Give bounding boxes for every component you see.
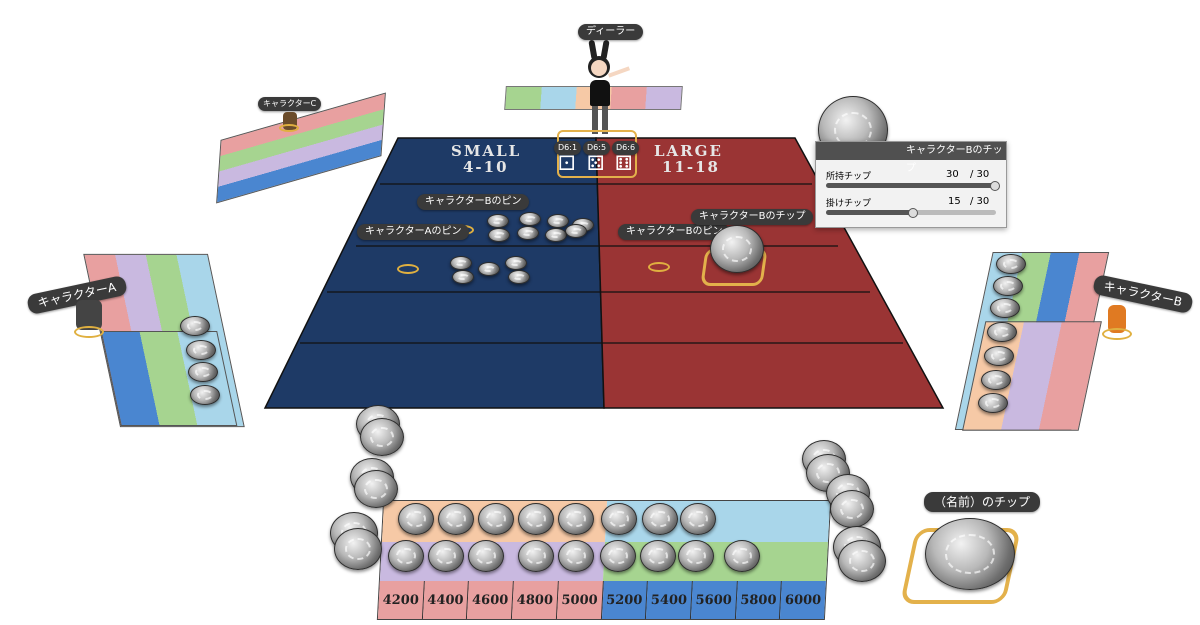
selected-chip-b[interactable]	[710, 225, 764, 273]
bet-slider-fill	[826, 210, 911, 215]
board-a-chip[interactable]	[190, 385, 220, 405]
pin-b-large-label: キャラクターBのピン	[618, 224, 731, 240]
board-b-chip[interactable]	[996, 254, 1026, 274]
price-cell[interactable]: 5200	[601, 581, 649, 619]
my-board-chip[interactable]	[724, 540, 760, 572]
board-a-chip[interactable]	[180, 316, 210, 336]
board-b-chip[interactable]	[987, 322, 1017, 342]
small-range: 4-10	[463, 158, 509, 176]
my-board-chip[interactable]	[478, 503, 514, 535]
table-chip[interactable]	[450, 256, 472, 270]
board-b-chip[interactable]	[990, 298, 1020, 318]
pin-a[interactable]	[74, 326, 104, 338]
price-cell[interactable]: 5000	[556, 581, 604, 619]
die-2[interactable]: ⚄	[587, 151, 605, 175]
die-3-label: D6:6	[612, 141, 640, 155]
pin-b-large[interactable]	[648, 262, 670, 272]
my-board-chip[interactable]	[438, 503, 474, 535]
bet-slider[interactable]	[826, 208, 996, 218]
board-a-chip[interactable]	[186, 340, 216, 360]
bet-slider-handle[interactable]	[908, 208, 918, 218]
large-range: 11-18	[662, 158, 720, 176]
table-chip[interactable]	[478, 262, 500, 276]
price-cell[interactable]: 4600	[467, 581, 514, 619]
held-label: 所持チップ	[826, 172, 872, 182]
board-b-chip[interactable]	[993, 276, 1023, 296]
bet-label: 掛けチップ	[826, 199, 872, 209]
pin-a-label: キャラクターAのピン	[357, 224, 470, 240]
dealer-figure	[578, 39, 631, 135]
my-board-chip[interactable]	[600, 540, 636, 572]
my-board-chip[interactable]	[468, 540, 504, 572]
table-chip[interactable]	[452, 270, 474, 284]
my-chip-stack[interactable]	[354, 470, 398, 508]
player-c-label: キャラクターC	[258, 97, 322, 111]
price-cell[interactable]: 6000	[780, 581, 826, 619]
my-board-chip[interactable]	[558, 503, 594, 535]
my-board-chip[interactable]	[428, 540, 464, 572]
board-b-chip[interactable]	[978, 393, 1008, 413]
my-board-chip[interactable]	[680, 503, 716, 535]
my-chip-label: （名前）のチップ	[924, 492, 1041, 512]
my-board-chip[interactable]	[518, 540, 554, 572]
die-1-label: D6:1	[554, 141, 582, 155]
dealer-label: ディーラー	[578, 24, 644, 40]
my-board-chip[interactable]	[398, 503, 434, 535]
large-title: LARGE	[654, 142, 723, 160]
my-board-chip[interactable]	[518, 503, 554, 535]
held-slider[interactable]	[826, 181, 1000, 191]
board-b-chip[interactable]	[981, 370, 1011, 390]
table-chip[interactable]	[519, 212, 541, 226]
price-cell[interactable]: 5600	[690, 581, 738, 619]
pin-b-label: キャラクターBのピン	[417, 194, 530, 210]
chip-panel-header: キャラクターBのチップ	[816, 142, 1006, 174]
bet-max: / 30	[970, 196, 990, 207]
table-chip[interactable]	[508, 270, 530, 284]
table-chip[interactable]	[517, 226, 539, 240]
player-a-figure	[76, 300, 102, 330]
price-cell[interactable]: 4200	[377, 581, 425, 619]
my-board-chip[interactable]	[678, 540, 714, 572]
my-board-chip[interactable]	[642, 503, 678, 535]
board-b-chip[interactable]	[984, 346, 1014, 366]
my-board-chip[interactable]	[558, 540, 594, 572]
my-board-chip[interactable]	[601, 503, 637, 535]
chip-b-label: キャラクターBのチップ	[691, 209, 814, 225]
my-chip-stack[interactable]	[838, 540, 886, 582]
table-chip[interactable]	[545, 228, 567, 242]
small-area	[263, 137, 605, 409]
player-b-figure	[1108, 305, 1126, 333]
price-cell[interactable]: 5400	[646, 581, 693, 619]
price-cell[interactable]: 4400	[422, 581, 470, 619]
table-chip[interactable]	[547, 214, 569, 228]
table-chip[interactable]	[488, 228, 510, 242]
board-a-chip[interactable]	[188, 362, 218, 382]
price-cell[interactable]: 4800	[512, 581, 559, 619]
large-area	[595, 137, 945, 409]
table-chip[interactable]	[487, 214, 509, 228]
small-title: SMALL	[451, 142, 522, 160]
die-2-label: D6:5	[583, 141, 611, 155]
pin-a-small[interactable]	[397, 264, 419, 274]
held-max: / 30	[970, 169, 990, 180]
price-cell[interactable]: 5800	[735, 581, 783, 619]
my-chip[interactable]	[925, 518, 1015, 590]
table-chip[interactable]	[565, 224, 587, 238]
held-value: 30	[946, 169, 959, 180]
my-board-chip[interactable]	[388, 540, 424, 572]
table-chip[interactable]	[505, 256, 527, 270]
die-3[interactable]: ⚅	[615, 151, 633, 175]
pin-c[interactable]	[279, 124, 299, 132]
pin-b[interactable]	[1102, 328, 1132, 340]
chip-panel: キャラクターBのチップ 所持チップ 30 / 30 掛けチップ 15 / 30	[815, 141, 1007, 228]
held-slider-handle[interactable]	[990, 181, 1000, 191]
my-board-chip[interactable]	[640, 540, 676, 572]
board-a-lower	[100, 331, 238, 426]
my-chip-stack[interactable]	[334, 528, 382, 570]
my-chip-stack[interactable]	[360, 418, 404, 456]
my-chip-stack[interactable]	[830, 490, 874, 528]
bet-value: 15	[948, 196, 961, 207]
die-1[interactable]: ⚀	[558, 151, 576, 175]
